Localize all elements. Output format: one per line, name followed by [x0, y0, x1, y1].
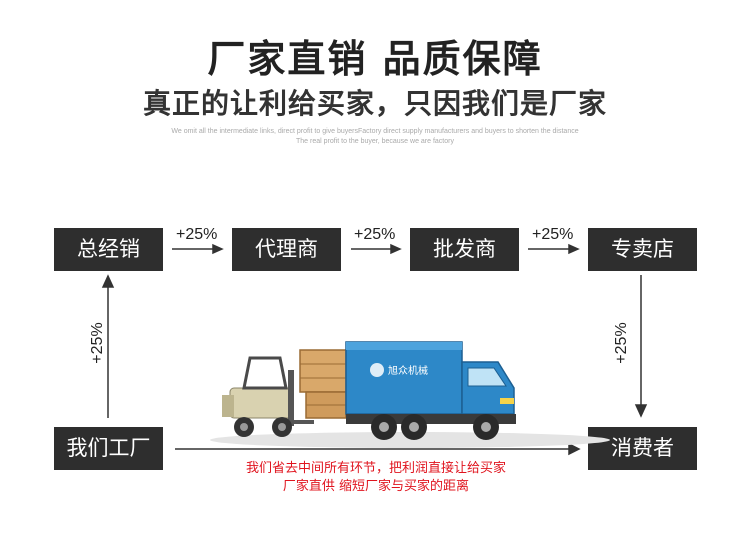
- note-line-1: 我们省去中间所有环节，把利润直接让给买家: [245, 461, 506, 476]
- box-retail-store: 专卖店: [588, 228, 697, 271]
- markup-label: +25%: [532, 226, 574, 243]
- box-consumer: 消费者: [588, 427, 697, 470]
- box-factory: 我们工厂: [54, 427, 163, 470]
- markup-label: +25%: [354, 226, 396, 243]
- english-caption-line-1: We omit all the intermediate links, dire…: [171, 128, 579, 135]
- box-wholesaler: 批发商: [410, 228, 519, 271]
- truck-icon: 旭众机械: [345, 341, 516, 440]
- crate-icon: [299, 349, 347, 419]
- forklift-icon: [222, 356, 314, 437]
- page-title: 厂家直销 品质保障: [207, 37, 543, 81]
- truck-logo: 旭众机械: [388, 364, 428, 377]
- english-caption-line-2: The real profit to the buyer, because we…: [296, 138, 454, 145]
- markup-label: +25%: [176, 226, 218, 243]
- note-line-2: 厂家直供 缩短厂家与买家的距离: [282, 479, 470, 494]
- box-general-distributor: 总经销: [54, 228, 163, 271]
- page-subtitle: 真正的让利给买家，只因我们是厂家: [142, 87, 607, 120]
- box-agent: 代理商: [232, 228, 341, 271]
